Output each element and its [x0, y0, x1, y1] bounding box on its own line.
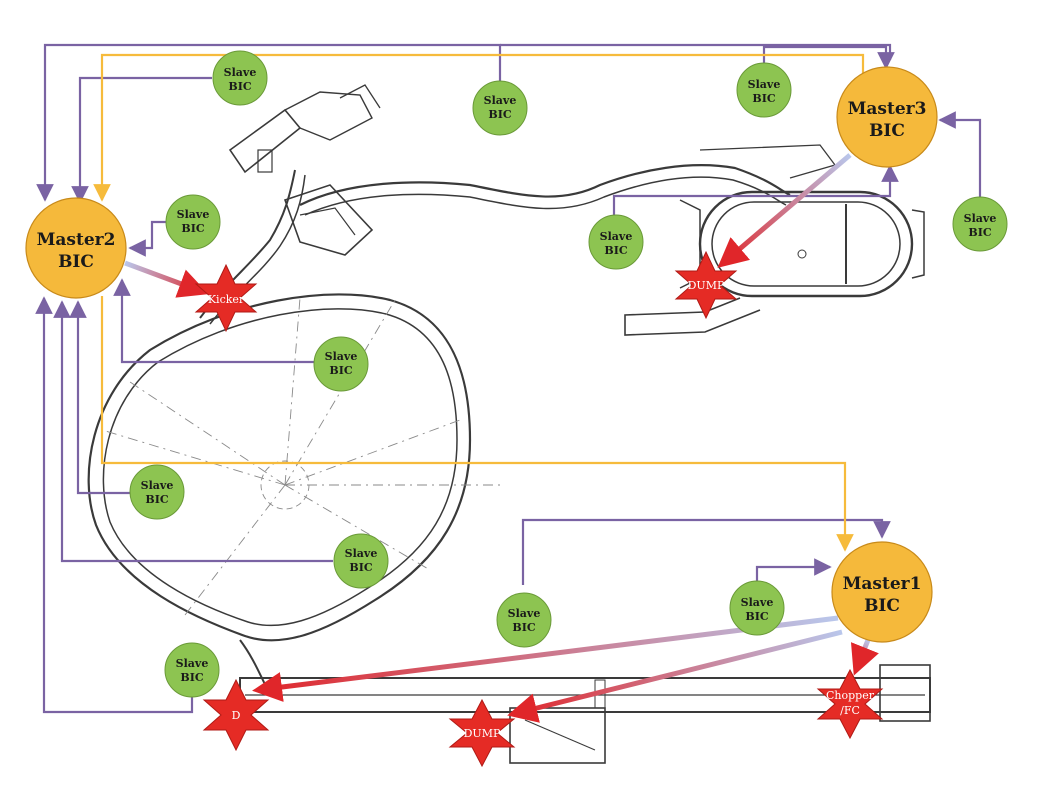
link-slave-leftring-to-master2 [69, 300, 130, 495]
slave-bic-node[interactable]: Slave BIC [729, 580, 785, 636]
slave-bic-node[interactable]: Slave BIC [588, 214, 644, 270]
slave-label-line2: BIC [968, 226, 991, 239]
master-label-line2: BIC [864, 596, 900, 616]
slave-label-line2: BIC [181, 222, 204, 235]
master-label-line2: BIC [58, 252, 94, 272]
facility-layout-drawing [87, 84, 931, 764]
slave-bic-node[interactable]: Slave BIC [165, 194, 221, 250]
slave-bic-node[interactable]: Slave BIC [736, 62, 792, 118]
master-bic-master2[interactable]: Master2 BIC [25, 197, 127, 299]
slave-label-line1: Slave [325, 350, 358, 363]
link-slave-lowerring-to-master2 [53, 300, 333, 563]
kicker-device-star[interactable]: Kicker [194, 263, 258, 333]
trigger-master3-to-dump [717, 153, 852, 268]
master-label-line1: Master3 [848, 99, 927, 119]
slave-bic-node[interactable]: Slave BIC [952, 196, 1008, 252]
slave-label-line1: Slave [177, 208, 210, 221]
link-slave-right-to-master3 [938, 111, 982, 200]
slave-label-line2: BIC [512, 621, 535, 634]
slave-label-line2: BIC [145, 493, 168, 506]
link-master2-to-master1 [100, 296, 854, 552]
slave-label-line1: Slave [964, 212, 997, 225]
link-top-to-master2 [36, 43, 502, 202]
slave-label-line1: Slave [484, 94, 517, 107]
slave-label-line1: Slave [176, 657, 209, 670]
star-label-line2: /FC [840, 704, 860, 717]
slave-label-line1: Slave [508, 607, 541, 620]
slave-label-line2: BIC [604, 244, 627, 257]
link-slave-lowermid-to-master1 [521, 518, 891, 585]
slave-label-line1: Slave [748, 78, 781, 91]
master-label-line1: Master2 [37, 230, 116, 250]
slave-label-line2: BIC [329, 364, 352, 377]
slave-label-line1: Slave [224, 66, 257, 79]
master-label-line1: Master1 [843, 574, 922, 594]
star-label-line1: Chopper [826, 689, 875, 702]
slave-label-line2: BIC [349, 561, 372, 574]
trigger-master1-to-dump [507, 629, 843, 723]
slave-bic-node[interactable]: Slave BIC [164, 642, 220, 698]
slave-bic-node[interactable]: Slave BIC [129, 464, 185, 520]
link-slave-bottomleft-to-master2 [35, 296, 194, 714]
slave-label-line2: BIC [752, 92, 775, 105]
link-slave-left-to-master2 [128, 220, 170, 257]
star-label-line1: D [232, 709, 241, 722]
slave-label-line1: Slave [600, 230, 633, 243]
link-slave-near-to-master1 [755, 558, 832, 585]
slave-label-line1: Slave [345, 547, 378, 560]
slave-label-line1: Slave [741, 596, 774, 609]
master-label-line2: BIC [869, 121, 905, 141]
slave-bic-node[interactable]: Slave BIC [472, 80, 528, 136]
orange-link-lines [93, 53, 865, 552]
trigger-master1-to-chopper [850, 639, 879, 676]
dump-device-star-lower[interactable]: DUMP [448, 698, 516, 768]
trigger-master2-to-kicker [124, 260, 209, 298]
link-slave-top-left-to-master2 [71, 76, 212, 204]
star-label-line1: Kicker [208, 293, 245, 306]
star-label-line1: DUMP [464, 727, 501, 740]
slave-label-line2: BIC [228, 80, 251, 93]
dump-device-star-upper[interactable]: DUMP [674, 250, 738, 320]
link-slave-topright-to-master3 [762, 45, 895, 70]
slave-bic-node[interactable]: Slave BIC [313, 336, 369, 392]
slave-label-line2: BIC [745, 610, 768, 623]
purple-link-lines [35, 43, 982, 714]
slave-label-line1: Slave [141, 479, 174, 492]
link-master3-to-master2 [93, 53, 865, 202]
master-bic-master3[interactable]: Master3 BIC [836, 66, 938, 168]
slave-bic-node[interactable]: Slave BIC [212, 50, 268, 106]
link-slave-ring-to-master2 [113, 278, 316, 364]
master-bic-master1[interactable]: Master1 BIC [831, 541, 933, 643]
slave-bic-node[interactable]: Slave BIC [333, 533, 389, 589]
slave-bic-node[interactable]: Slave BIC [496, 592, 552, 648]
chopper-fc-device-star[interactable]: Chopper /FC [816, 668, 884, 740]
star-label-line1: DUMP [688, 279, 725, 292]
d-device-star[interactable]: D [202, 678, 270, 752]
link-slave-smallring-to-master3 [612, 164, 899, 218]
slave-label-line2: BIC [180, 671, 203, 684]
slave-label-line2: BIC [488, 108, 511, 121]
